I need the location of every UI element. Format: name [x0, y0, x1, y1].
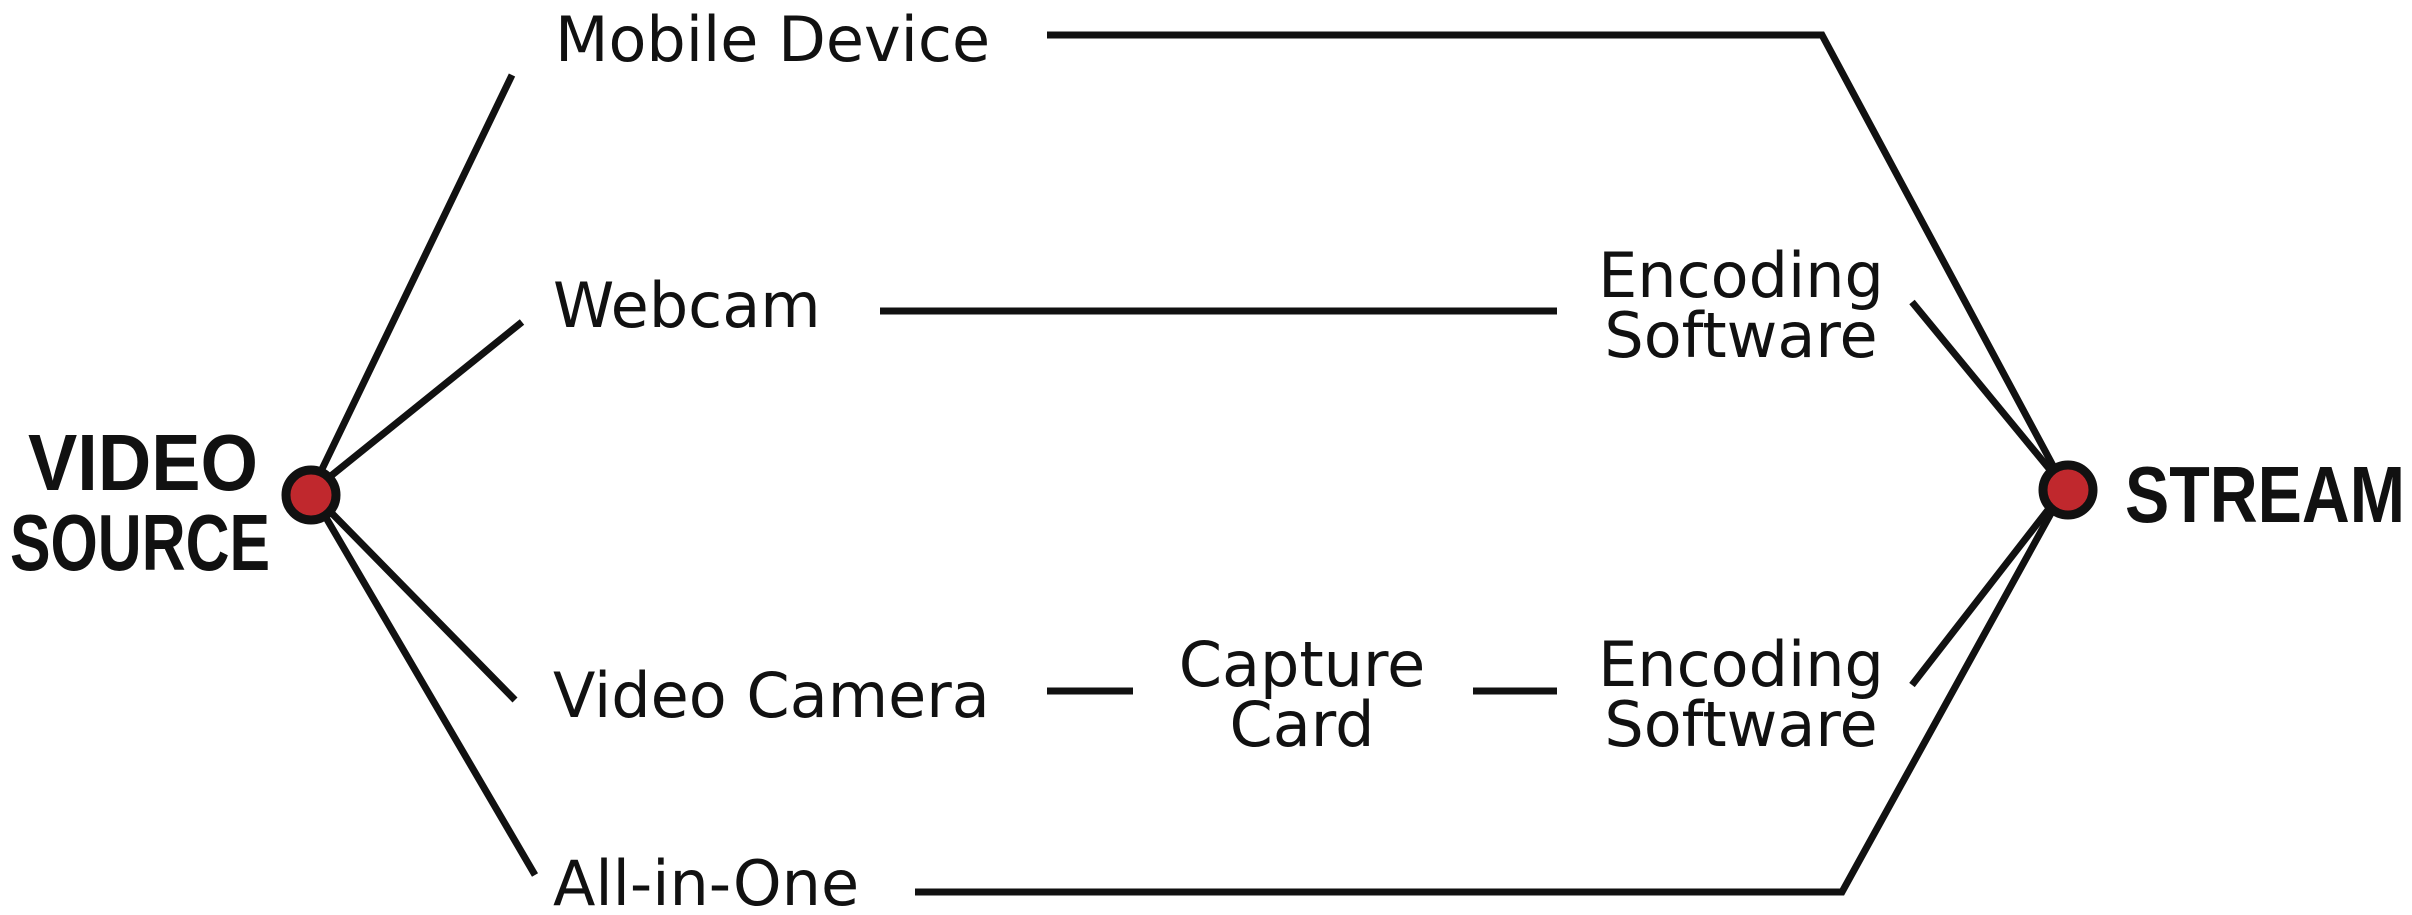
line-camera-encoder-to-stream — [1909, 485, 2068, 688]
camera-encoder-label-line2: Software — [1604, 688, 1877, 761]
source-label-line1: VIDEO — [28, 418, 258, 507]
camera-encoder-label-line1: Encoding — [1598, 628, 1884, 701]
source-label-line2: SOURCE — [10, 498, 270, 587]
line-webcam-encoder-to-stream — [1909, 299, 2068, 491]
source-connectors — [307, 73, 539, 877]
webcam-encoder-label-line2: Software — [1604, 299, 1877, 372]
mobile-device-label: Mobile Device — [555, 3, 990, 76]
path-connectors — [880, 31, 2069, 896]
line-allinone-to-stream — [915, 486, 2069, 896]
video-camera-label: Video Camera — [553, 659, 990, 732]
capture-card-label-line1: Capture — [1179, 628, 1426, 701]
capture-card-label-line2: Card — [1229, 688, 1374, 761]
line-source-to-mobile — [307, 73, 516, 494]
all-in-one-label: All-in-One — [553, 847, 859, 915]
line-source-to-allinone — [307, 490, 539, 877]
line-mobile-to-stream — [1047, 31, 2069, 490]
line-source-to-camera — [308, 489, 518, 703]
webcam-encoder-label-line1: Encoding — [1598, 239, 1884, 312]
webcam-label: Webcam — [553, 269, 821, 342]
line-source-to-webcam — [308, 319, 525, 495]
stream-label: STREAM — [2125, 450, 2405, 539]
source-node — [281, 465, 341, 525]
stream-node — [2038, 460, 2098, 520]
